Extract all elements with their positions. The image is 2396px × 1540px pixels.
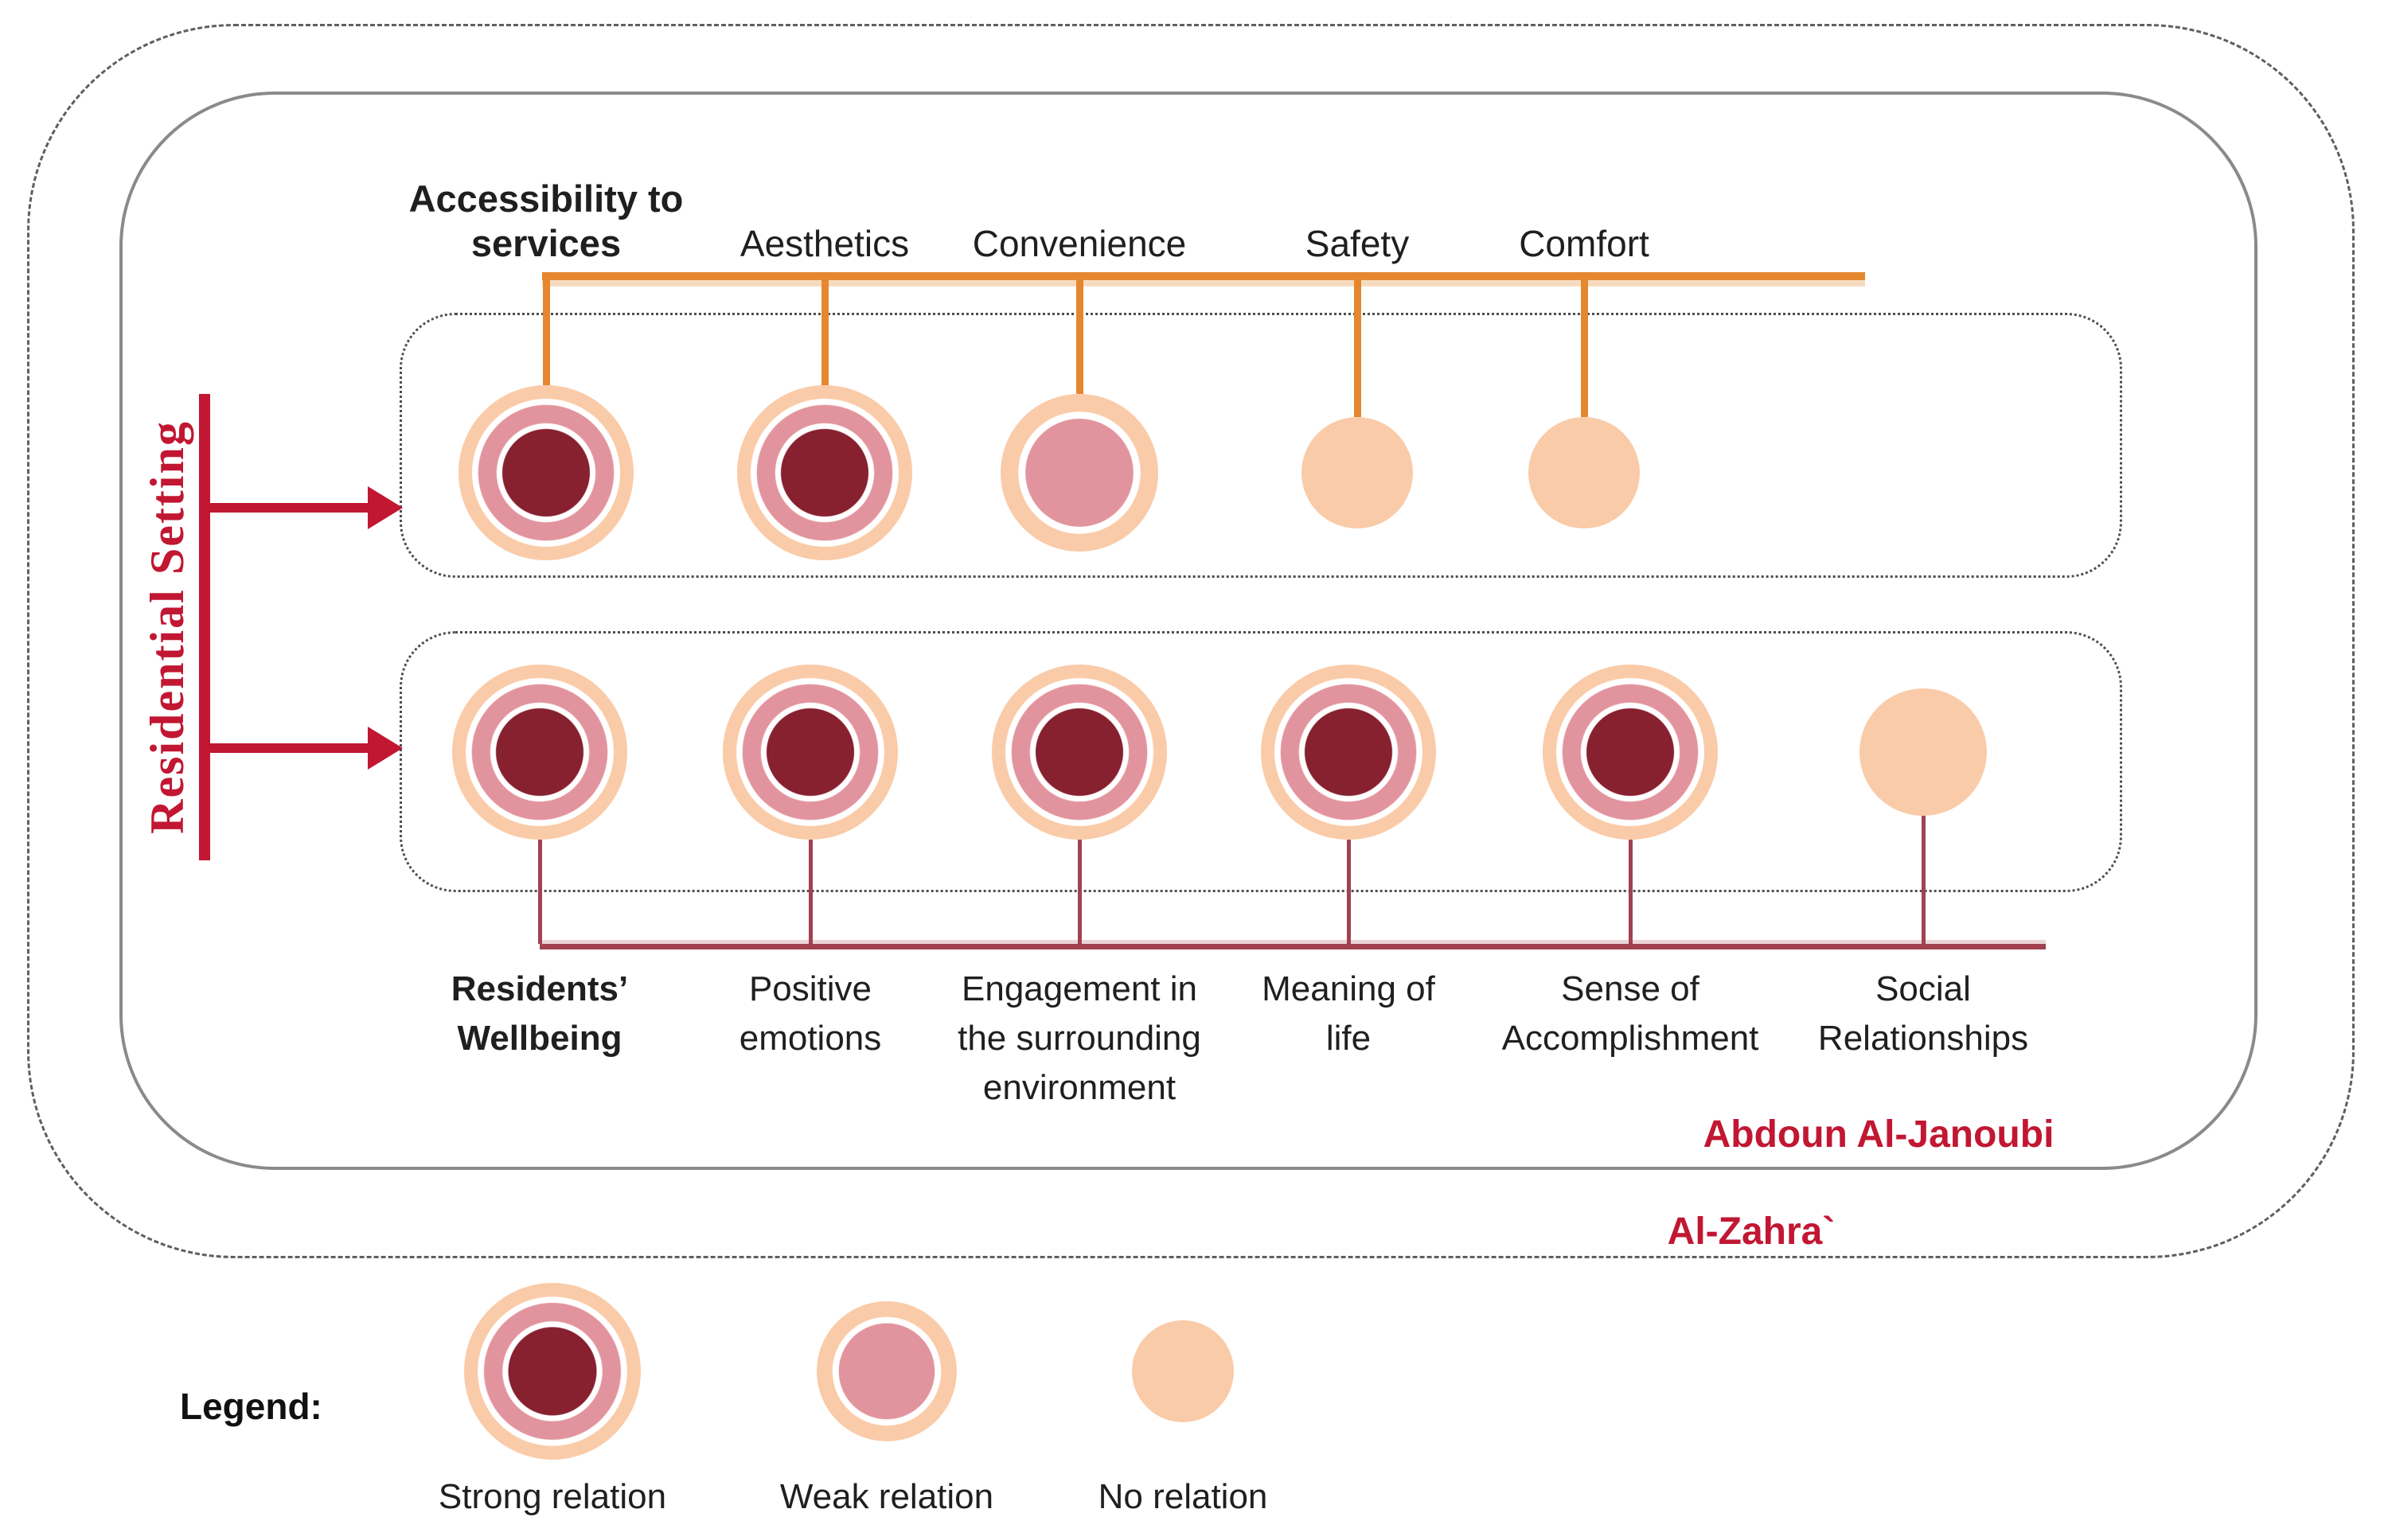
orange-drop-line bbox=[821, 276, 829, 385]
residential-attributes-box bbox=[400, 313, 2122, 578]
arrow-to-attributes-row bbox=[210, 503, 369, 513]
al-zahra-boundary bbox=[27, 24, 2355, 1258]
attribute-label: Aesthetics bbox=[739, 223, 910, 264]
legend-label: No relation bbox=[1098, 1477, 1268, 1516]
maroon-connector-line bbox=[1078, 840, 1082, 944]
relation-circle-none bbox=[1301, 417, 1413, 528]
arrow-to-wellbeing-row bbox=[210, 743, 369, 753]
abdoun-al-janoubi-boundary bbox=[119, 92, 2257, 1170]
orange-drop-line bbox=[543, 276, 550, 385]
legend-swatch-strong bbox=[464, 1283, 641, 1460]
wellbeing-label: Meaning of life bbox=[1262, 969, 1435, 1058]
wellbeing-label: Social Relationships bbox=[1817, 969, 2029, 1058]
maroon-connector-line bbox=[538, 840, 542, 944]
legend-swatch-weak bbox=[817, 1301, 957, 1441]
relation-circle-strong bbox=[452, 665, 627, 840]
attribute-label: Convenience bbox=[972, 223, 1187, 264]
orange-drop-line bbox=[1076, 276, 1083, 394]
maroon-connector-line bbox=[1347, 840, 1351, 944]
maroon-connector-line bbox=[809, 840, 813, 944]
legend-label: Weak relation bbox=[779, 1477, 994, 1516]
outer-area-label: Al-Zahra` bbox=[1667, 1211, 1836, 1253]
attributes-trunk-line bbox=[542, 272, 1865, 280]
residential-setting-label: Residential Setting bbox=[140, 420, 193, 834]
attribute-label: Safety bbox=[1305, 223, 1410, 264]
wellbeing-label: Positive emotions bbox=[739, 969, 882, 1058]
attribute-label: Comfort bbox=[1519, 223, 1649, 264]
relation-circle-weak bbox=[1001, 394, 1158, 552]
inner-area-label: Abdoun Al-Janoubi bbox=[1703, 1113, 2055, 1156]
maroon-connector-line bbox=[1629, 840, 1633, 944]
attribute-label: Accessibility to services bbox=[408, 177, 684, 264]
residential-setting-bar bbox=[199, 394, 210, 860]
relation-circle-strong bbox=[723, 665, 898, 840]
relation-circle-strong bbox=[1261, 665, 1436, 840]
legend-label: Strong relation bbox=[438, 1477, 667, 1516]
relation-circle-strong bbox=[992, 665, 1167, 840]
wellbeing-label: Sense of Accomplishment bbox=[1501, 969, 1759, 1058]
relation-circle-strong bbox=[1543, 665, 1718, 840]
relation-circle-none bbox=[1859, 688, 1987, 816]
relation-circle-strong bbox=[737, 385, 912, 560]
orange-drop-line bbox=[1354, 276, 1361, 417]
wellbeing-trunk-line bbox=[540, 944, 2046, 949]
maroon-connector-line bbox=[1922, 816, 1926, 944]
arrow-to-wellbeing-row-head bbox=[368, 727, 403, 770]
legend-title: Legend: bbox=[180, 1386, 322, 1427]
arrow-to-attributes-row-head bbox=[368, 486, 403, 529]
relation-circle-strong bbox=[459, 385, 634, 560]
orange-drop-line bbox=[1581, 276, 1588, 417]
relation-circle-none bbox=[1528, 417, 1640, 528]
wellbeing-label: Engagement in the surrounding environmen… bbox=[958, 969, 1201, 1107]
wellbeing-label: Residents’ Wellbeing bbox=[451, 969, 629, 1058]
legend-swatch-none bbox=[1132, 1320, 1234, 1422]
